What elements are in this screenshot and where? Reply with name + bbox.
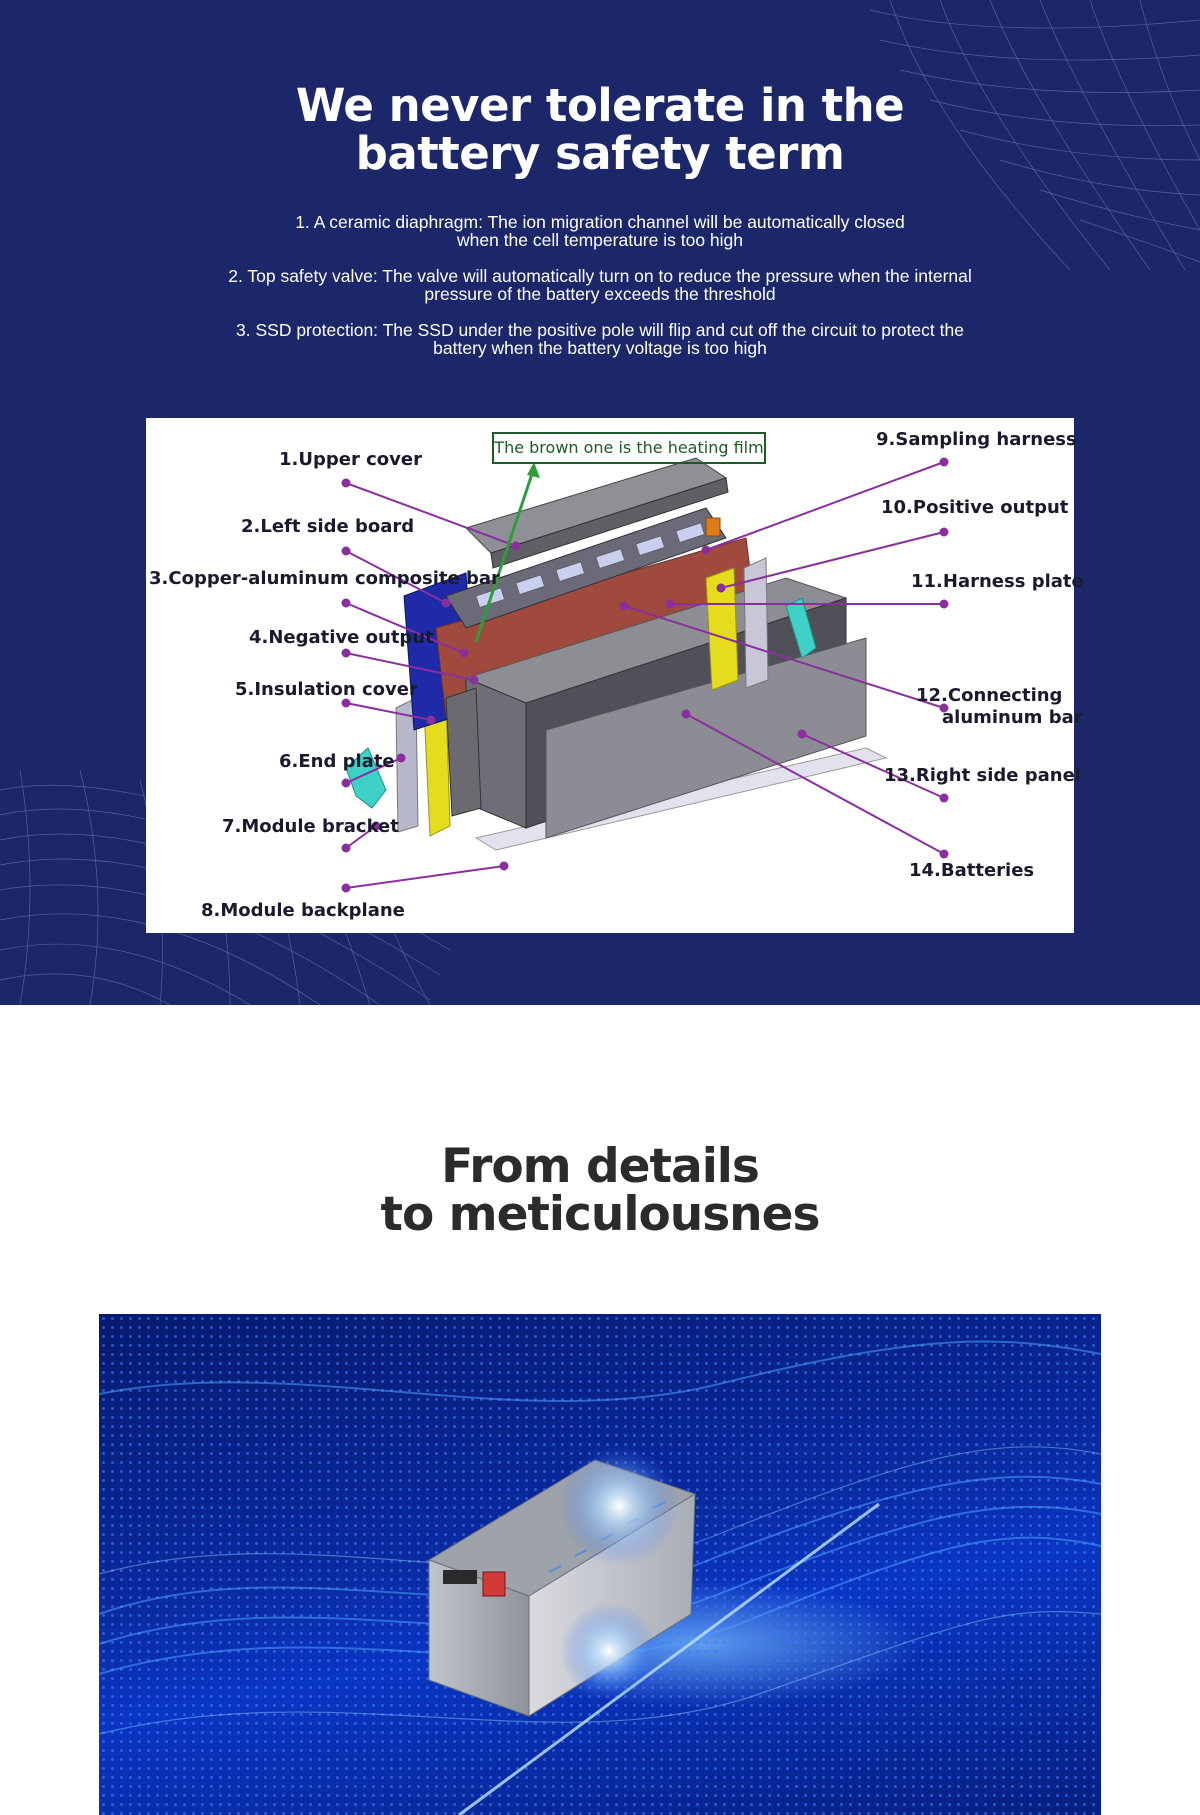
heating-film-note: The brown one is the heating film — [492, 432, 766, 464]
details-heading-line2: to meticulousnes — [380, 1187, 820, 1242]
safety-feature-list: 1. A ceramic diaphragm: The ion migratio… — [180, 213, 1020, 375]
label-module-backplane: 8.Module backplane — [201, 900, 405, 921]
module-illustration — [341, 457, 949, 893]
label-positive-output: 10.Positive output — [881, 497, 1069, 518]
bracket-left-shape — [345, 747, 387, 809]
exploded-module-diagram: The brown one is the heating film 1.Uppe… — [146, 418, 1084, 933]
label-connecting-bar-line1: 12.Connecting — [916, 685, 1063, 706]
label-end-plate: 6.End plate — [279, 751, 395, 772]
label-sampling-harness: 9.Sampling harness — [876, 429, 1077, 450]
hero-illustration — [98, 1314, 1102, 1815]
label-connecting-bar-line2: aluminum bar — [942, 707, 1083, 728]
battery-hero-image — [98, 1314, 1102, 1815]
label-copper-aluminum-bar: 3.Copper-aluminum composite bar — [149, 568, 500, 589]
label-negative-output: 4.Negative output — [249, 627, 434, 648]
label-insulation-cover: 5.Insulation cover — [235, 679, 418, 700]
label-harness-plate: 11.Harness plate — [911, 571, 1084, 592]
label-upper-cover: 1.Upper cover — [279, 449, 422, 470]
safety-point-ssd-protection: 3. SSD protection: The SSD under the pos… — [236, 320, 964, 358]
safety-point-ceramic-diaphragm: 1. A ceramic diaphragm: The ion migratio… — [295, 212, 905, 250]
label-batteries: 14.Batteries — [909, 860, 1035, 881]
details-heading-line1: From details — [441, 1139, 760, 1194]
battery-safety-section: We never tolerate in the battery safety … — [0, 0, 1200, 1006]
positive-output-shape — [705, 517, 721, 537]
safety-heading-line1: We never tolerate in the — [295, 79, 905, 132]
insulation-right-shape — [705, 567, 739, 691]
safety-heading: We never tolerate in the battery safety … — [0, 82, 1200, 178]
label-module-bracket: 7.Module bracket — [222, 816, 399, 837]
label-left-side-board: 2.Left side board — [241, 516, 415, 537]
battery-terminal-red — [482, 1571, 506, 1597]
heating-film-arrow — [474, 467, 536, 643]
bracket-right-shape — [785, 597, 817, 659]
safety-heading-line2: battery safety term — [355, 127, 845, 180]
light-flare-top — [559, 1446, 679, 1566]
safety-point-safety-valve: 2. Top safety valve: The valve will auto… — [228, 266, 972, 304]
end-plate-shape — [395, 697, 419, 833]
light-flare-bottom — [561, 1603, 657, 1699]
details-heading: From details to meticulousnes — [0, 1143, 1200, 1239]
label-right-side-panel: 13.Right side panel — [884, 765, 1081, 786]
